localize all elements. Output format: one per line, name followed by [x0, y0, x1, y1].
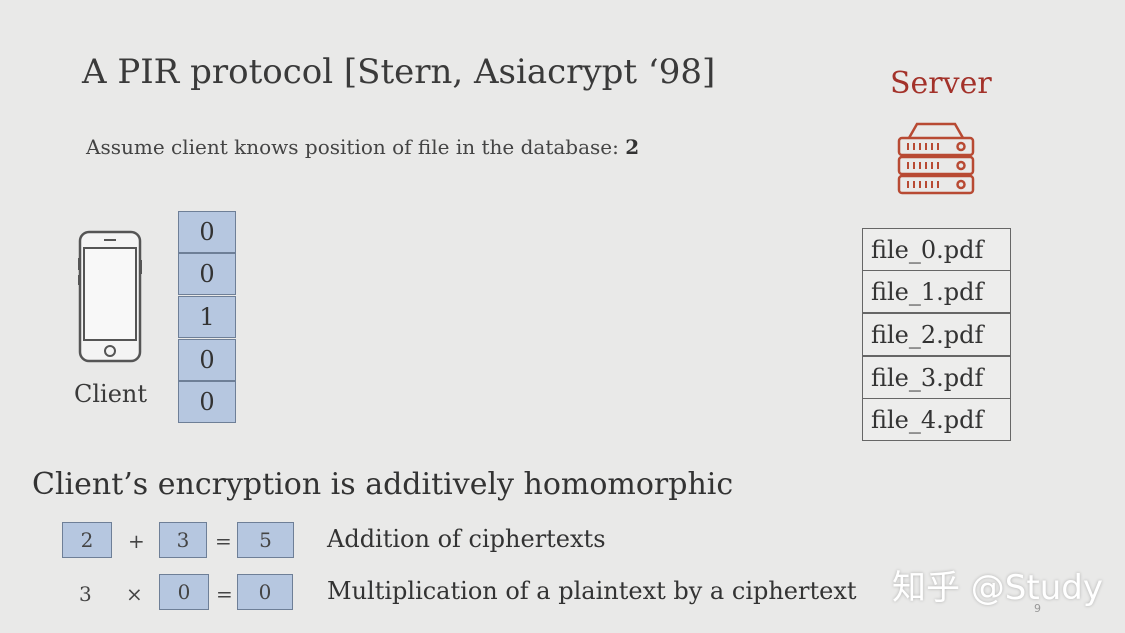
ciphertext-box: 0 [159, 574, 209, 610]
plus-operator: + [128, 529, 145, 553]
addition-description: Addition of ciphertexts [327, 525, 606, 553]
query-cell: 0 [178, 211, 236, 253]
ciphertext-box: 2 [62, 522, 112, 558]
plaintext-scalar: 3 [79, 582, 92, 606]
server-icon [897, 122, 975, 195]
equals-operator: = [216, 582, 233, 606]
assumption-text: Assume client knows position of file in … [86, 135, 639, 159]
phone-icon [78, 230, 142, 363]
file-cell: file_4.pdf [862, 398, 1011, 441]
watermark: 知乎 @Study [892, 568, 1103, 608]
ciphertext-box: 0 [237, 574, 293, 610]
query-cell: 0 [178, 253, 236, 295]
times-operator: × [126, 582, 143, 606]
query-cell: 0 [178, 381, 236, 423]
ciphertext-box: 5 [237, 522, 294, 558]
query-cell: 1 [178, 296, 236, 338]
file-cell: file_0.pdf [862, 228, 1011, 271]
multiplication-description: Multiplication of a plaintext by a ciphe… [327, 577, 857, 605]
client-label: Client [74, 380, 148, 408]
ciphertext-box: 3 [159, 522, 207, 558]
query-cell: 0 [178, 339, 236, 381]
homomorphic-heading: Client’s encryption is additively homomo… [32, 467, 734, 502]
slide-title: A PIR protocol [Stern, Asiacrypt ‘98] [82, 52, 716, 92]
file-cell: file_1.pdf [862, 270, 1011, 313]
equals-operator: = [215, 529, 232, 553]
file-cell: file_2.pdf [862, 313, 1011, 356]
file-cell: file_3.pdf [862, 356, 1011, 399]
assumption-label: Assume client knows position of file in … [86, 135, 626, 159]
assumption-position: 2 [625, 135, 640, 159]
server-label: Server [890, 66, 992, 101]
page-number: 9 [1034, 602, 1041, 615]
